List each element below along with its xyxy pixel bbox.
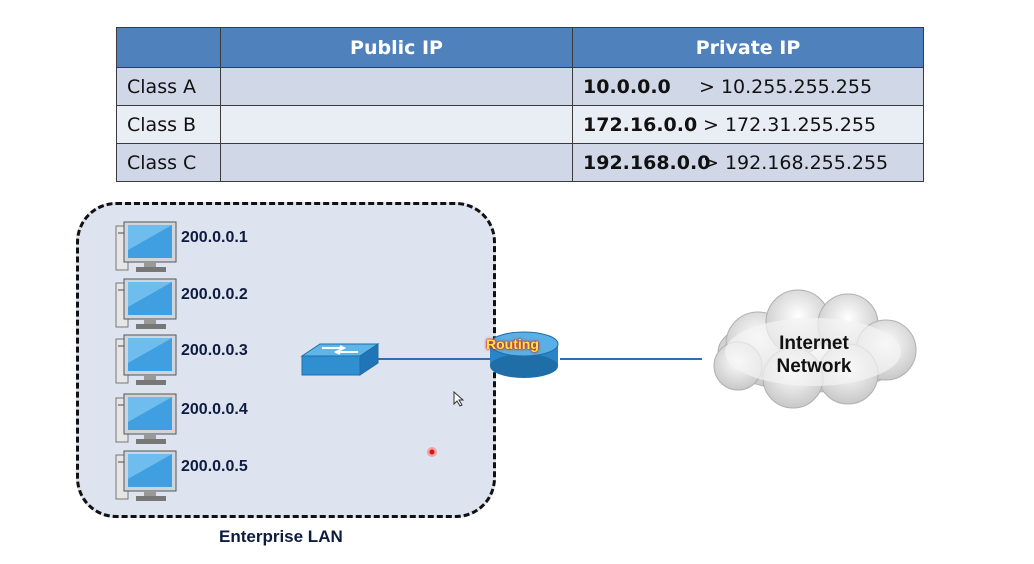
public-ip-cell: [220, 143, 573, 182]
router-icon: [486, 330, 562, 387]
private-ip-cell: 10.0.0.0 > 10.255.255.255: [572, 67, 924, 106]
table-row-class-b: Class B 172.16.0.0> 172.31.255.255: [116, 105, 924, 144]
private-ip-cell: 172.16.0.0> 172.31.255.255: [572, 105, 924, 144]
public-ip-cell: [220, 67, 573, 106]
enterprise-lan-label: Enterprise LAN: [219, 527, 343, 546]
host-ip-label: 200.0.0.3: [181, 342, 248, 359]
private-range-end: > 192.168.255.255: [703, 151, 889, 174]
cloud-label-line1: Internet: [779, 333, 849, 354]
switch-icon: [300, 342, 380, 383]
private-range-end: > 10.255.255.255: [699, 75, 873, 98]
host-ip-label: 200.0.0.5: [181, 458, 248, 475]
internet-cloud-icon: [698, 282, 928, 419]
host-ip-label: 200.0.0.2: [181, 286, 248, 303]
pc-icon: [114, 277, 180, 336]
routing-label: Routing: [486, 336, 539, 352]
class-cell: Class C: [116, 143, 221, 182]
cloud-label: Internet Network: [760, 332, 868, 378]
ip-class-table: Public IP Private IP Class A 10.0.0.0> 1…: [116, 27, 924, 182]
public-ip-cell: [220, 105, 573, 144]
private-range-start: 10.0.0.0: [583, 75, 671, 98]
host-ip-label: 200.0.0.1: [181, 229, 248, 246]
table-header-blank: [116, 27, 221, 68]
class-cell: Class B: [116, 105, 221, 144]
private-range-end: > 172.31.255.255: [703, 113, 877, 136]
cloud-label-line2: Network: [776, 356, 852, 377]
pc-icon: [114, 333, 180, 392]
host-ip-label: 200.0.0.4: [181, 401, 248, 418]
pc-icon: [114, 392, 180, 451]
private-ip-cell: 192.168.0.0> 192.168.255.255: [572, 143, 924, 182]
table-row-class-c: Class C 192.168.0.0> 192.168.255.255: [116, 143, 924, 182]
mouse-pointer-icon: [453, 390, 465, 412]
private-range-start: 172.16.0.0: [583, 113, 698, 136]
pc-icon: [114, 449, 180, 508]
class-cell: Class A: [116, 67, 221, 106]
laser-pointer-icon: [426, 445, 438, 463]
pc-icon: [114, 220, 180, 279]
private-range-start: 192.168.0.0: [583, 151, 711, 174]
table-header-private-ip: Private IP: [572, 27, 924, 68]
table-row-class-a: Class A 10.0.0.0 > 10.255.255.255: [116, 67, 924, 106]
